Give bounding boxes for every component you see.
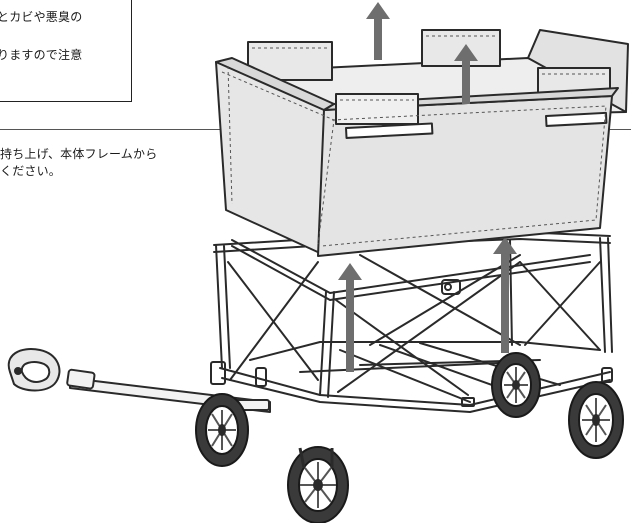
- wheel-front-right: [287, 446, 349, 523]
- lift-arrow-top-left: [366, 2, 390, 60]
- wheel-rear-right: [568, 381, 624, 459]
- caution-notice-box: とカビや悪臭の りますので注意: [0, 0, 132, 102]
- caution-text-line-1: とカビや悪臭の: [0, 10, 83, 24]
- wheel-rear-left: [491, 352, 541, 418]
- lift-arrow-lower-left: [338, 263, 362, 372]
- wagon-frame: [210, 231, 613, 413]
- fabric-bag: [215, 29, 629, 257]
- instruction-line-2: ください。: [0, 164, 62, 178]
- lift-arrow-lower-right: [493, 237, 517, 353]
- wheel-front-left: [195, 393, 249, 467]
- lift-arrow-top-right: [454, 44, 478, 104]
- instruction-line-1: 持ち上げ、本体フレームから: [0, 147, 158, 161]
- caution-text-line-2: りますので注意: [0, 48, 83, 62]
